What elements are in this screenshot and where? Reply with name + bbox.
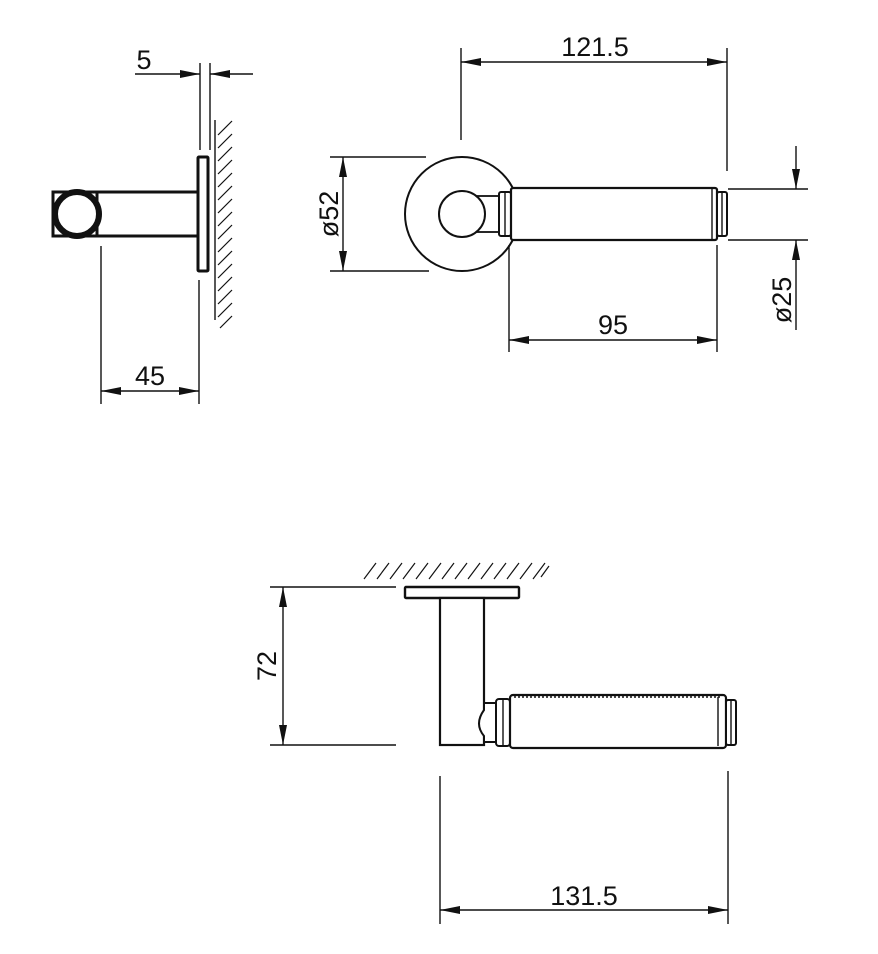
lever-end-circle [52, 189, 102, 239]
top-view: 72 131.5 [252, 562, 737, 924]
dim-label-72: 72 [252, 651, 282, 681]
spindle-circle [438, 190, 486, 238]
dimension-overall-length: 121.5 [460, 32, 728, 171]
dim-label-95: 95 [598, 310, 628, 340]
dimension-grip-length: 95 [508, 245, 718, 352]
front-view: 121.5 ø52 95 ø25 [314, 32, 808, 352]
lever-grip-top [495, 693, 737, 750]
side-view: 5 45 [51, 45, 253, 404]
dim-label-diameter-25: ø25 [767, 277, 797, 324]
rose-plate [196, 155, 210, 273]
dim-label-diameter-52: ø52 [314, 191, 344, 238]
dim-label-131-5: 131.5 [550, 881, 618, 911]
stem [438, 596, 486, 747]
dimension-height: 72 [252, 586, 396, 746]
dimension-grip-diameter: ø25 [728, 146, 808, 330]
dimension-projection: 45 [100, 246, 200, 404]
dim-label-45: 45 [135, 361, 165, 391]
dimension-rose-diameter: ø52 [314, 156, 429, 272]
wall-hatch [214, 120, 233, 329]
dimension-rose-thickness: 5 [135, 45, 253, 150]
lever-grip [498, 186, 728, 242]
wall-hatch-top [363, 562, 550, 580]
dim-label-121-5: 121.5 [561, 32, 629, 62]
dimension-overall-length-top: 131.5 [439, 771, 729, 924]
dim-label-5: 5 [136, 45, 151, 75]
rose-plate-top [403, 585, 521, 600]
